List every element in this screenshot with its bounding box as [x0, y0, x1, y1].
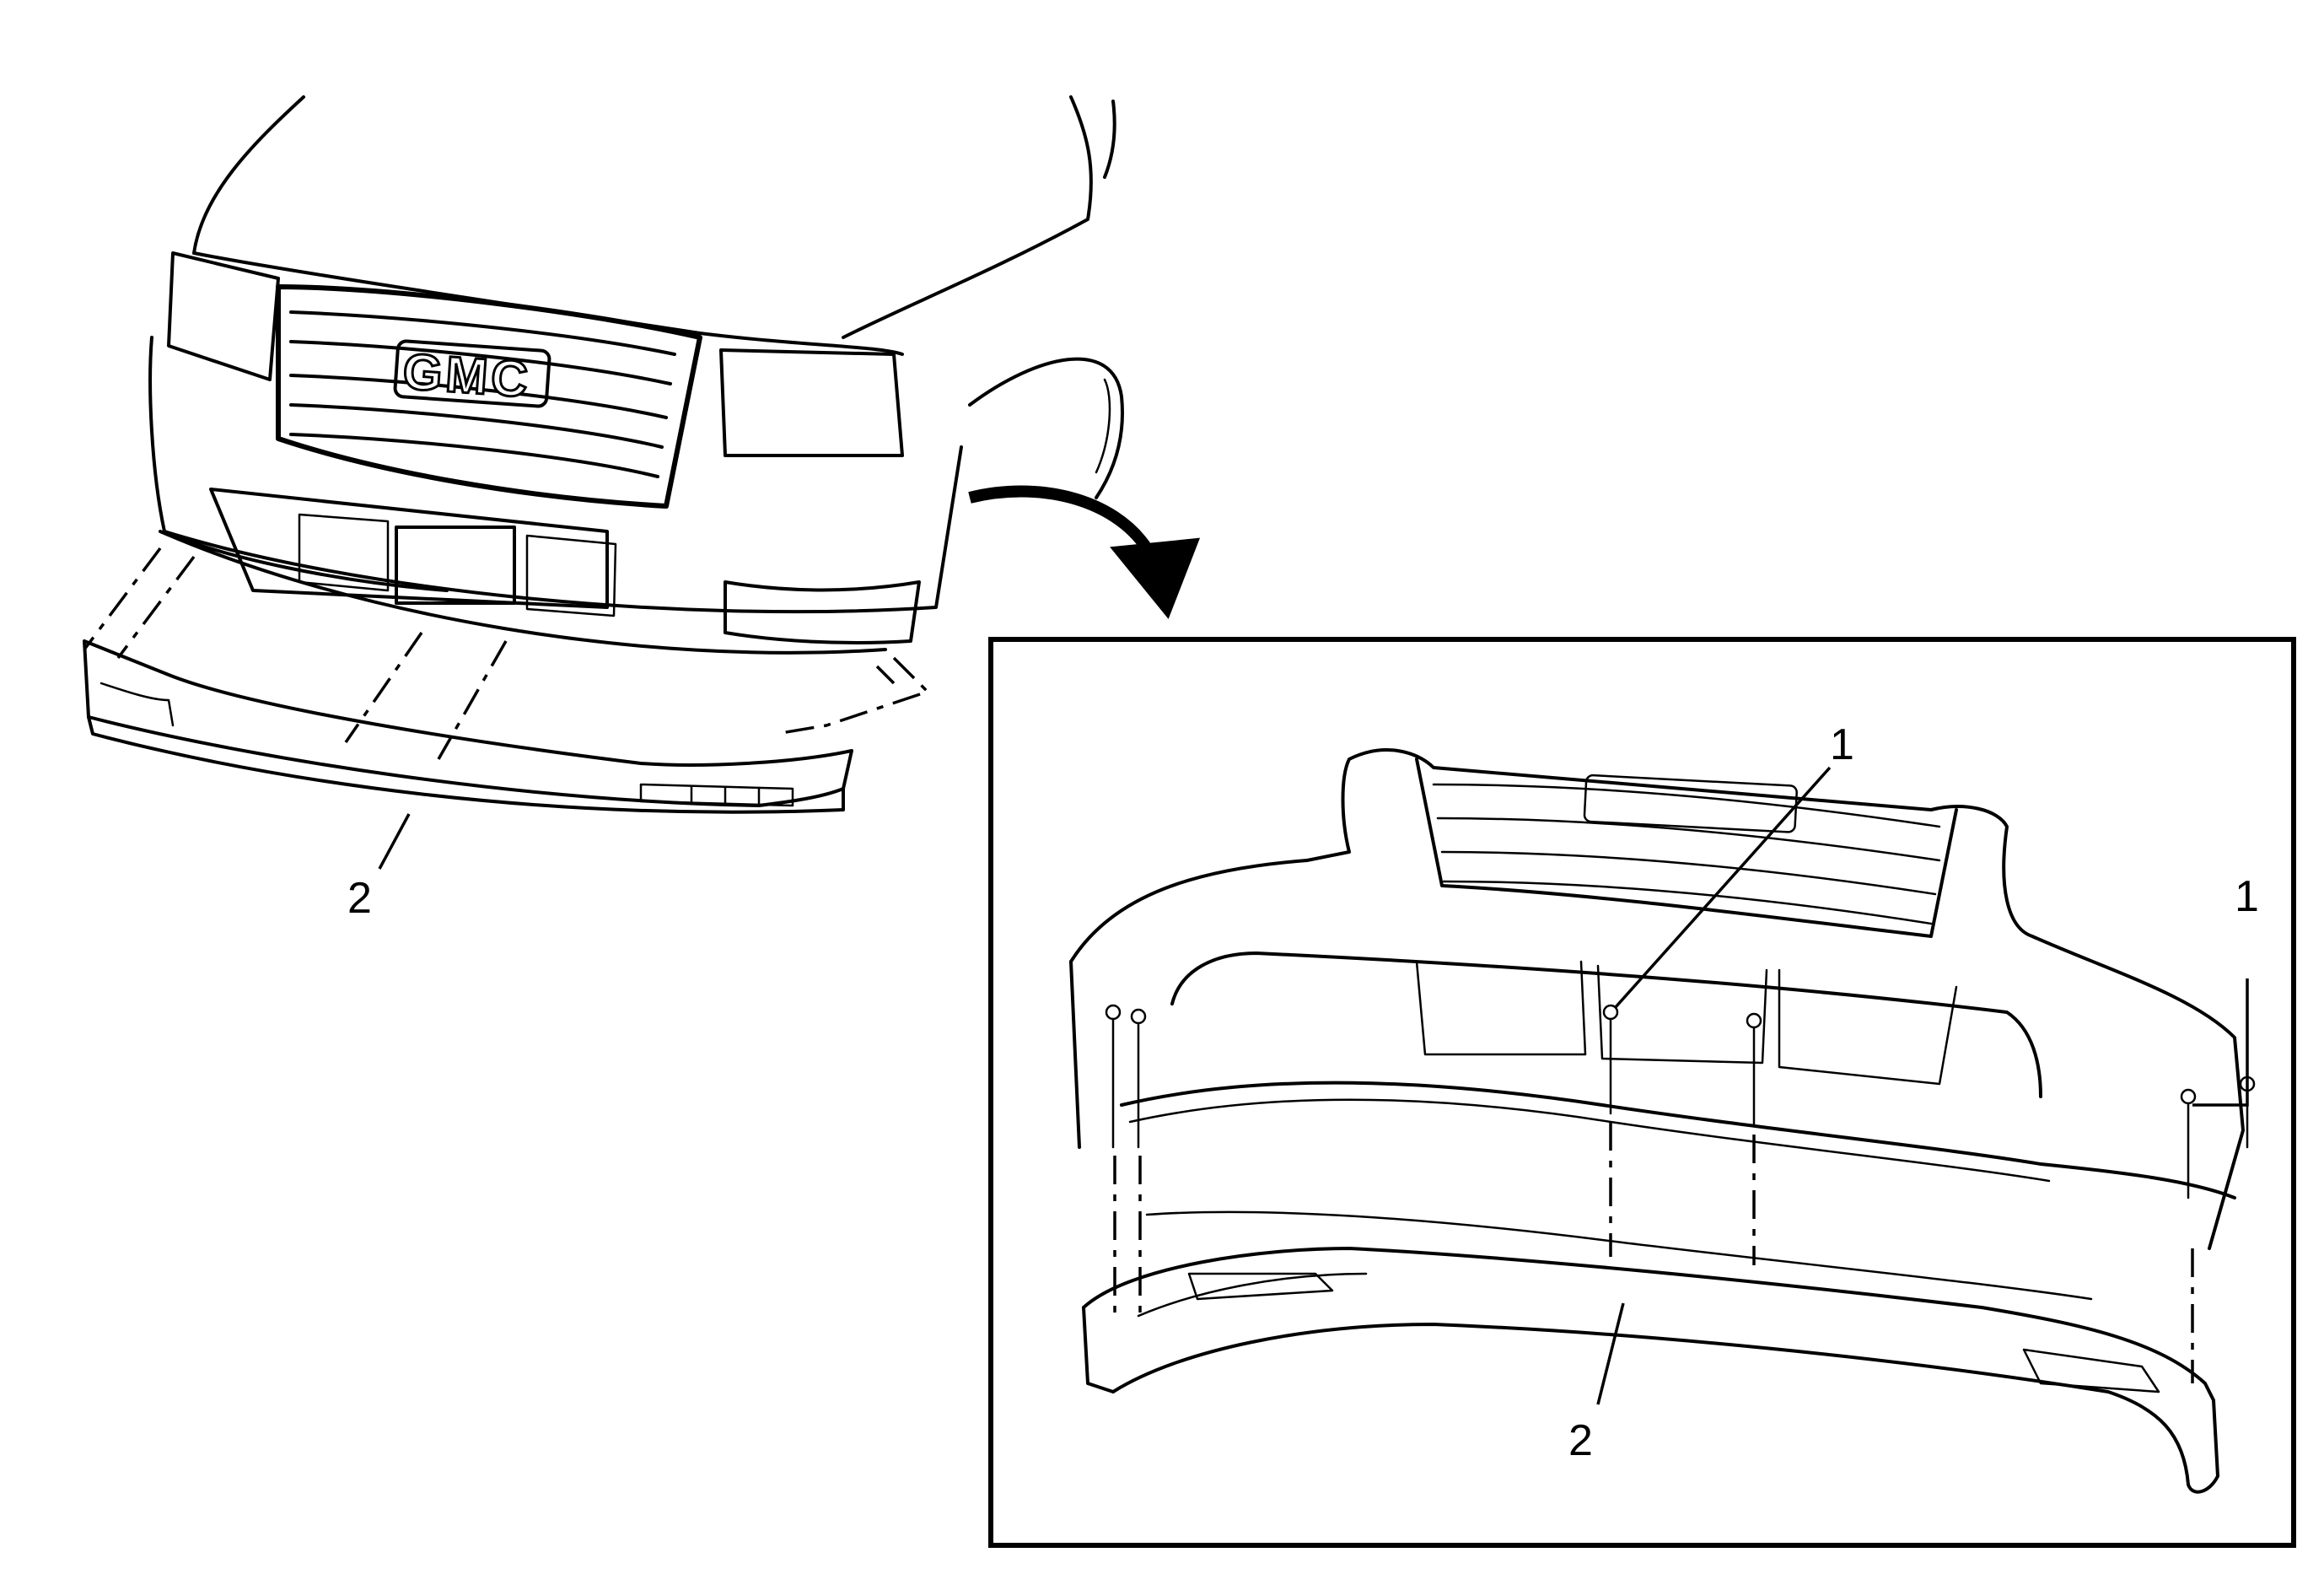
overview-callout-2: 2 — [347, 813, 411, 923]
bolt-center-1 — [1602, 1004, 1619, 1115]
bolt-left-2 — [1130, 1008, 1147, 1149]
detail-view — [1069, 748, 2256, 1494]
bolt-left-1 — [1105, 1004, 1122, 1149]
detail-callout-label-right: 1 — [2235, 872, 2259, 921]
gmc-emblem-text: GMC — [401, 342, 533, 407]
bolt-right-1 — [2180, 1088, 2197, 1199]
gmc-emblem-detail — [1583, 774, 1798, 833]
detail-callout-label-center: 1 — [1830, 720, 1854, 769]
gmc-emblem-overview: GMC — [393, 339, 551, 409]
detail-callout-1-center: 1 — [1613, 720, 1854, 1010]
bolt-center-2 — [1746, 1012, 1762, 1128]
zoom-arrow — [968, 485, 1201, 619]
license-plate-area — [395, 526, 516, 605]
headlamp-left — [167, 251, 280, 381]
detail-view-frame — [988, 637, 2296, 1548]
overview-callout-label: 2 — [347, 874, 372, 923]
lower-fascia-overview — [83, 639, 853, 814]
grille-surround — [276, 284, 702, 509]
detail-callout-label-2: 2 — [1568, 1416, 1593, 1465]
detail-callout-2: 2 — [1568, 1302, 1625, 1465]
vehicle-front-overview: GMC — [83, 95, 1124, 760]
detail-callout-1-right: 1 — [2192, 872, 2259, 1107]
headlamp-right — [719, 348, 904, 457]
